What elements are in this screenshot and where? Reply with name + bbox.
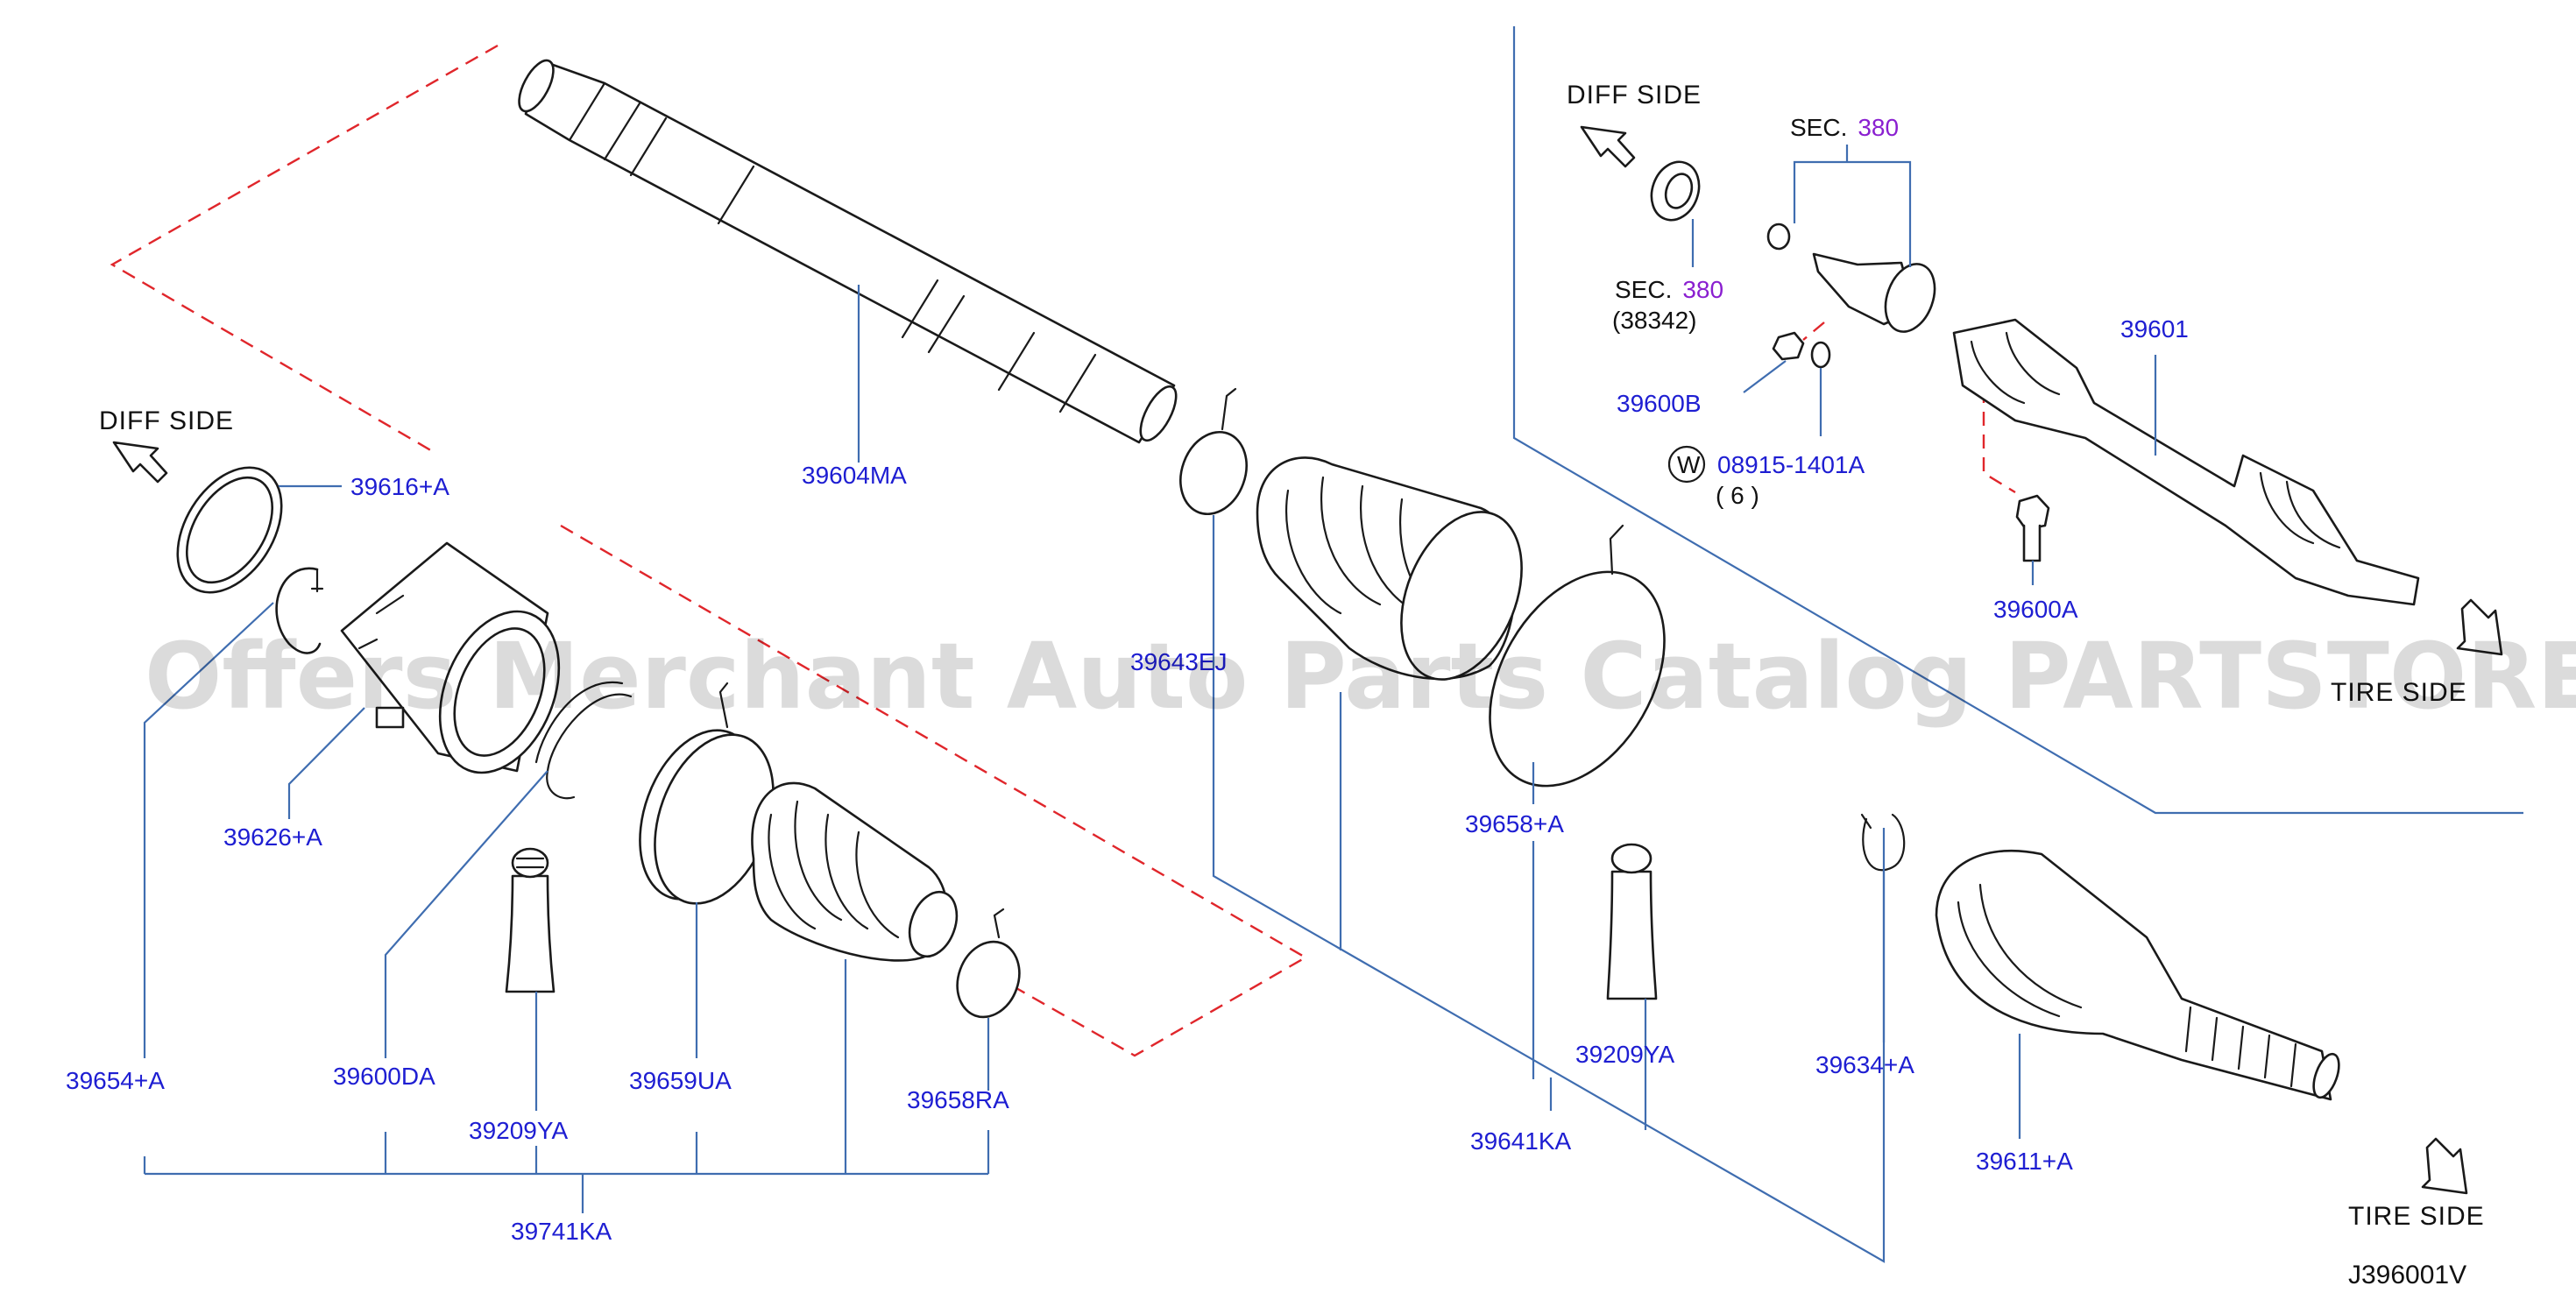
inset-frame xyxy=(1512,26,2523,815)
inset-drive-shaft-39601 xyxy=(1952,318,2420,606)
label-39600B[interactable]: 39600B xyxy=(1617,390,1702,417)
tire-side-arrow-icon xyxy=(2421,1137,2468,1195)
seal-ring-39616A xyxy=(176,466,283,594)
label-39654A[interactable]: 39654+A xyxy=(66,1067,165,1094)
inset-nut-39600B xyxy=(1772,331,1831,369)
label-39659UA[interactable]: 39659UA xyxy=(629,1067,732,1094)
washer-symbol-circle xyxy=(1667,445,1706,484)
band-39658A xyxy=(1489,524,1666,788)
label-39641KA[interactable]: 39641KA xyxy=(1470,1127,1572,1155)
diff-side-arrow-icon xyxy=(112,441,168,484)
label-39611A[interactable]: 39611+A xyxy=(1976,1148,2073,1175)
boot-band-39209YA-right xyxy=(1606,843,1658,1000)
label-39209YA-right[interactable]: 39209YA xyxy=(1575,1041,1674,1068)
snap-ring-39634A xyxy=(1860,813,1906,872)
boot-left-39741KA xyxy=(751,781,959,962)
label-08915-1401A[interactable]: 08915-1401A xyxy=(1717,451,1865,478)
boot-middle-39641KA xyxy=(1179,387,1523,681)
leader-lines xyxy=(143,145,2157,1263)
tire-side-label-inset: TIRE SIDE xyxy=(2331,678,2467,707)
cv-joint-outer-39611A xyxy=(1935,849,2340,1101)
diagram-code: J396001V xyxy=(2348,1261,2466,1289)
diff-side-label-inset: DIFF SIDE xyxy=(1567,81,1702,110)
label-39616A[interactable]: 39616+A xyxy=(350,473,449,500)
assembly-dashed-outline xyxy=(110,44,2016,1057)
diff-side-label: DIFF SIDE xyxy=(99,406,234,435)
boot-band-39209YA-left xyxy=(505,847,556,993)
labels: DIFF SIDE DIFF SIDE TIRE SIDE TIRE SIDE … xyxy=(66,81,2485,1289)
tire-side-label: TIRE SIDE xyxy=(2348,1202,2485,1231)
section-ref-seal[interactable]: SEC.380 xyxy=(1615,276,1723,303)
inset-seal-380 xyxy=(1650,160,1701,222)
tire-side-arrow-inset-icon xyxy=(2456,598,2503,656)
drive-shaft-39604MA xyxy=(518,59,1178,444)
washer-symbol: W xyxy=(1677,451,1701,478)
label-39209YA-left[interactable]: 39209YA xyxy=(469,1117,568,1144)
label-39658A[interactable]: 39658+A xyxy=(1465,810,1564,837)
inset-bolt-39600A xyxy=(2015,494,2050,562)
label-39604MA[interactable]: 39604MA xyxy=(802,462,907,489)
label-08915-qty: ( 6 ) xyxy=(1716,482,1759,509)
label-3964x-partial[interactable]: 3964‌3EJ xyxy=(1130,648,1228,675)
housing-39626A xyxy=(340,541,561,774)
section-subref: (38342) xyxy=(1612,307,1697,334)
watermark-text: Offers Merchant Auto Parts Catalog PARTS… xyxy=(145,623,2576,730)
label-39600DA[interactable]: 39600DA xyxy=(333,1063,435,1090)
label-39741KA[interactable]: 39741KA xyxy=(511,1218,612,1245)
snap-ring-39600DA xyxy=(534,681,633,800)
section-ref-top[interactable]: SEC.380 xyxy=(1790,114,1899,141)
label-39601[interactable]: 39601 xyxy=(2120,315,2189,343)
clamp-39658RA xyxy=(956,908,1021,1019)
inset-stub-flange xyxy=(1766,223,1936,333)
label-39600A[interactable]: 39600A xyxy=(1993,596,2078,623)
circlip-39654A xyxy=(275,567,324,654)
label-39626A[interactable]: 39626+A xyxy=(223,823,322,851)
label-39658RA[interactable]: 39658RA xyxy=(907,1086,1009,1113)
diff-side-arrow-inset-icon xyxy=(1580,125,1636,168)
label-39634A[interactable]: 39634+A xyxy=(1815,1051,1914,1078)
